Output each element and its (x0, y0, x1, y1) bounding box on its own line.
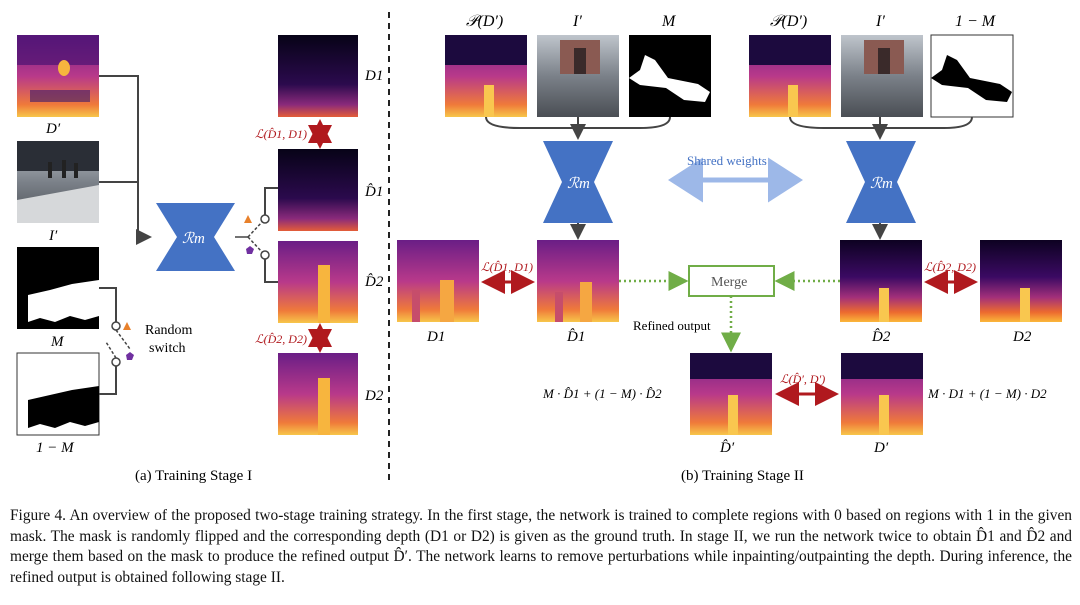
s2-left-pd-image (445, 35, 527, 117)
label-i-right: I′ (875, 13, 885, 30)
formula-right: M · D1 + (1 − M) · D2 (927, 386, 1047, 401)
label-dprime-hat: D̂′ (719, 440, 735, 456)
label-d1hat-s1: D̂1 (364, 184, 383, 200)
input-mask-one-minus-m-image (16, 352, 100, 436)
s2-d2hat-image (840, 240, 922, 322)
shared-weights-label: Shared weights (687, 153, 767, 168)
label-dprime: D′ (45, 121, 61, 137)
out-orange-triangle (244, 215, 252, 223)
s2-loss-right-label: ℒ(D̂2, D2) (924, 260, 976, 274)
s2-right-m-image (930, 34, 1014, 118)
switch-purple-pentagon (126, 352, 134, 360)
label-s2-d2: D2 (1012, 329, 1032, 345)
switch-orange-triangle (123, 322, 131, 330)
label-s2-d2hat: D̂2 (871, 329, 891, 345)
s2-loss-left-label: ℒ(D̂1, D1) (481, 260, 533, 274)
output-d1hat-image (278, 149, 358, 231)
network-rm-stage2-left: ℛm (543, 141, 613, 223)
s2-d1hat-image (537, 240, 619, 322)
s2-left-i-image (537, 35, 619, 117)
network-rm-stage2-right: ℛm (846, 141, 916, 223)
formula-left: M · D̂1 + (1 − M) · D̂2 (542, 386, 662, 401)
label-s2-dprime: D′ (873, 440, 889, 456)
stage1-title: (a) Training Stage I (135, 468, 252, 484)
label-s2-d1hat: D̂1 (566, 329, 585, 345)
s2-d1-image (397, 240, 479, 322)
label-d2-s1: D2 (364, 388, 384, 404)
svg-text:ℛm: ℛm (870, 176, 893, 192)
s2-dprime-hat-image (690, 353, 772, 435)
loss1-label: ℒ(D̂1, D1) (255, 127, 307, 141)
random-switch-symbol (105, 321, 134, 367)
s2-loss-mid-label: ℒ(D̂′, D′) (780, 372, 825, 386)
s2-right-pd-image (749, 35, 831, 117)
label-m-right: 1 − M (955, 13, 997, 30)
s2-left-m-image (629, 35, 711, 117)
stage2-title: (b) Training Stage II (681, 468, 804, 484)
stage1-connectors (99, 75, 152, 395)
input-dprime-image (17, 35, 99, 117)
refined-output-label: Refined output (633, 318, 711, 333)
figure-diagram: D′ I′ M 1 − M Random switch (16, 12, 1062, 484)
svg-text:Merge: Merge (711, 275, 747, 290)
s2-right-i-image (841, 35, 923, 117)
random-label-line1: Random (145, 323, 193, 338)
label-pd-right: 𝒫(D′) (770, 13, 807, 30)
label-i-left: I′ (572, 13, 582, 30)
network-rm-stage1: ℛm (156, 203, 235, 271)
label-m: M (50, 334, 65, 350)
random-label-line2: switch (149, 341, 186, 356)
output-switch-symbol (235, 187, 278, 283)
out-purple-pentagon (246, 246, 254, 254)
s2-d2-image (980, 240, 1062, 322)
label-pd-left: 𝒫(D′) (466, 13, 503, 30)
label-s2-d1: D1 (426, 329, 445, 345)
loss2-label: ℒ(D̂2, D2) (255, 332, 307, 346)
label-m-left: M (661, 13, 677, 30)
output-d1-image (278, 35, 358, 117)
input-mask-m-image (17, 247, 99, 329)
output-d2-image (278, 353, 358, 435)
label-d2hat-s1: D̂2 (364, 274, 384, 290)
svg-text:ℛm: ℛm (182, 231, 205, 247)
figure-caption: Figure 4. An overview of the proposed tw… (10, 507, 1072, 586)
label-one-minus-m: 1 − M (36, 440, 75, 456)
output-d2hat-image (278, 241, 358, 323)
input-iprime-image (17, 141, 99, 223)
merge-box: Merge (688, 265, 775, 297)
label-d1-s1: D1 (364, 68, 383, 84)
s2-input-curves (485, 116, 973, 140)
svg-text:ℛm: ℛm (567, 176, 590, 192)
s2-dprime-image (841, 353, 923, 435)
label-iprime: I′ (48, 228, 58, 244)
